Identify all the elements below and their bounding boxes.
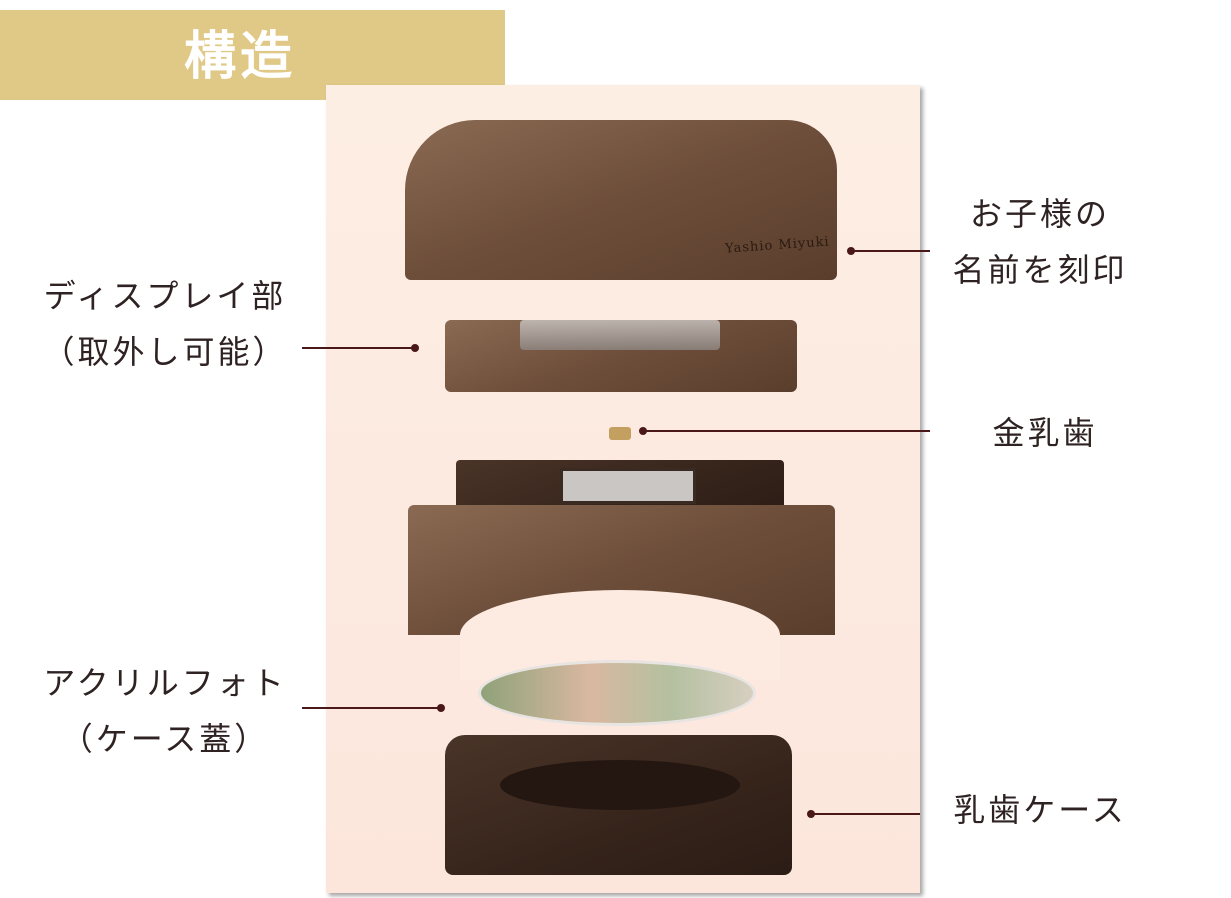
acrylic-photo-component <box>478 660 756 726</box>
label-line: アクリルフォト <box>43 664 287 702</box>
lid-component: Yashio Miyuki <box>405 120 837 280</box>
case-recess <box>500 760 740 810</box>
leader-dot <box>639 427 647 435</box>
leader-line-display <box>302 347 416 349</box>
leader-dot <box>847 247 855 255</box>
frame-window <box>560 468 696 504</box>
page-title: 構造 <box>184 26 297 87</box>
label-name-engraving: お子様の 名前を刻印 <box>940 186 1140 298</box>
leader-dot <box>411 344 419 352</box>
label-line: 名前を刻印 <box>952 251 1128 289</box>
label-display: ディスプレイ部 （取外し可能） <box>20 268 310 380</box>
leader-dot <box>807 810 815 818</box>
label-line: お子様の <box>969 195 1110 233</box>
leader-line-gold-tooth <box>644 430 930 432</box>
leader-dot <box>437 704 445 712</box>
label-gold-tooth: 金乳歯 <box>992 414 1098 452</box>
display-glass <box>520 320 720 350</box>
label-line: （ケース蓋） <box>60 720 270 758</box>
label-line: ディスプレイ部 <box>43 277 287 315</box>
label-line: （取外し可能） <box>42 333 288 371</box>
leader-line-acrylic <box>302 707 442 709</box>
leader-line-case <box>812 813 920 815</box>
engraving-text: Yashio Miyuki <box>724 234 831 257</box>
leader-line-engraving <box>852 250 930 252</box>
label-acrylic-photo: アクリルフォト （ケース蓋） <box>20 655 310 767</box>
gold-tooth <box>609 427 631 440</box>
label-tooth-case: 乳歯ケース <box>953 791 1127 829</box>
